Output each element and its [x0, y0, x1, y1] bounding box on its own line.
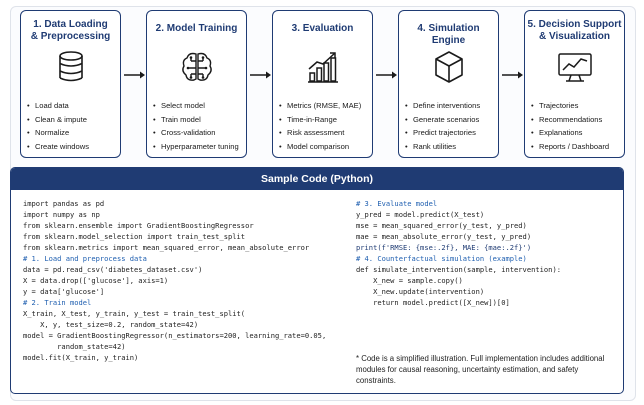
list-item: Reports / Dashboard — [531, 140, 609, 154]
list-item: Cross-validation — [153, 126, 239, 140]
list-item: Clean & impute — [27, 113, 89, 127]
code-comment: # 3. Evaluate model — [356, 199, 438, 208]
code-block-evaluate: # 3. Evaluate model y_pred = model.predi… — [356, 198, 561, 253]
card-item-list: Trajectories Recommendations Explanation… — [531, 99, 609, 153]
code-line: print(f'RMSE: {mse:.2f}, MAE: {mae:.2f}'… — [356, 243, 532, 252]
code-block-load: # 1. Load and preprocess data data = pd.… — [23, 253, 326, 297]
list-item: Select model — [153, 99, 239, 113]
list-item: Model comparison — [279, 140, 361, 154]
code-line: model.fit(X_train, y_train) — [23, 353, 139, 362]
code-line: import numpy as np — [23, 210, 100, 219]
code-line: data = pd.read_csv('diabetes_dataset.csv… — [23, 265, 203, 274]
card-item-list: Select model Train model Cross-validatio… — [153, 99, 239, 153]
card-item-list: Load data Clean & impute Normalize Creat… — [27, 99, 89, 153]
pipeline-card-simulation-engine: 4. Simulation Engine Define intervention… — [398, 10, 499, 158]
list-item: Train model — [153, 113, 239, 127]
card-title: 3. Evaluation — [291, 23, 354, 34]
list-item: Time-in-Range — [279, 113, 361, 127]
code-line: from sklearn.ensemble import GradientBoo… — [23, 221, 254, 230]
card-title: 1. Data Loading & Preprocessing — [23, 19, 118, 43]
list-item: Rank utilities — [405, 140, 480, 154]
code-line: from sklearn.metrics import mean_squared… — [23, 243, 310, 252]
card-title-line1: 1. Data Loading — [33, 19, 108, 30]
card-item-list: Define interventions Generate scenarios … — [405, 99, 480, 153]
list-item: Trajectories — [531, 99, 609, 113]
pipeline-card-data-loading: 1. Data Loading & Preprocessing Load dat… — [20, 10, 121, 158]
list-item: Predict trajectories — [405, 126, 480, 140]
code-panel: Sample Code (Python) import pandas as pd… — [10, 167, 624, 394]
list-item: Risk assessment — [279, 126, 361, 140]
code-line: return model.predict([X_new])[0] — [356, 298, 510, 307]
pipeline-card-evaluation: 3. Evaluation Metrics (RMSE, MAE) Time-i… — [272, 10, 373, 158]
pipeline-card-model-training: 2. Model Training Select model Train mod… — [146, 10, 247, 158]
code-line: random_state=42) — [23, 342, 126, 351]
arrow-right-icon — [502, 71, 523, 79]
card-title: 2. Model Training — [155, 23, 238, 34]
list-item: Normalize — [27, 126, 89, 140]
card-title: 4. Simulation Engine — [417, 23, 480, 46]
arrow-right-icon — [250, 71, 271, 79]
code-block-imports: import pandas as pd import numpy as np f… — [23, 198, 326, 253]
list-item: Generate scenarios — [405, 113, 480, 127]
brain-icon — [182, 52, 212, 81]
database-icon — [59, 51, 83, 82]
card-item-list: Metrics (RMSE, MAE) Time-in-Range Risk a… — [279, 99, 361, 153]
code-line: import pandas as pd — [23, 199, 105, 208]
bar-chart-icon — [308, 52, 338, 83]
card-title-line2: & Visualization — [539, 31, 610, 42]
arrow-right-icon — [124, 71, 145, 79]
list-item: Explanations — [531, 126, 609, 140]
list-item: Create windows — [27, 140, 89, 154]
code-comment: # 1. Load and preprocess data — [23, 254, 147, 263]
code-comment: # 4. Counterfactual simulation (example) — [356, 254, 527, 263]
card-title: 5. Decision Support & Visualization — [527, 19, 622, 43]
code-line: mse = mean_squared_error(y_test, y_pred) — [356, 221, 527, 230]
card-title-line1: 5. Decision Support — [527, 19, 622, 30]
code-line: X_new = sample.copy() — [356, 276, 463, 285]
code-line: y = data['glucose'] — [23, 287, 105, 296]
monitor-chart-icon — [558, 53, 592, 82]
code-footnote: * Code is a simplified illustration. Ful… — [356, 354, 605, 385]
code-panel-title: Sample Code (Python) — [11, 168, 623, 190]
code-line: X_new.update(intervention) — [356, 287, 485, 296]
code-column-right: # 3. Evaluate model y_pred = model.predi… — [356, 198, 561, 308]
code-line: def simulate_intervention(sample, interv… — [356, 265, 561, 274]
code-comment: # 2. Train model — [23, 298, 92, 307]
code-line: from sklearn.model_selection import trai… — [23, 232, 246, 241]
list-item: Metrics (RMSE, MAE) — [279, 99, 361, 113]
code-line: X_train, X_test, y_train, y_test = train… — [23, 309, 246, 318]
cube-icon — [435, 51, 463, 83]
code-line: X = data.drop(['glucose'], axis=1) — [23, 276, 169, 285]
code-column-left: import pandas as pd import numpy as np f… — [23, 198, 326, 363]
arrow-right-icon — [376, 71, 397, 79]
code-line: model = GradientBoostingRegressor(n_esti… — [23, 331, 327, 340]
code-line: y_pred = model.predict(X_test) — [356, 210, 485, 219]
code-block-train: # 2. Train model X_train, X_test, y_trai… — [23, 297, 326, 363]
pipeline-card-decision-support: 5. Decision Support & Visualization Traj… — [524, 10, 625, 158]
code-line: mae = mean_absolute_error(y_test, y_pred… — [356, 232, 532, 241]
list-item: Hyperparameter tuning — [153, 140, 239, 154]
code-line: X, y, test_size=0.2, random_state=42) — [23, 320, 199, 329]
card-title-line2: & Preprocessing — [30, 31, 111, 42]
list-item: Recommendations — [531, 113, 609, 127]
list-item: Define interventions — [405, 99, 480, 113]
list-item: Load data — [27, 99, 89, 113]
code-block-simulation: # 4. Counterfactual simulation (example)… — [356, 253, 561, 308]
